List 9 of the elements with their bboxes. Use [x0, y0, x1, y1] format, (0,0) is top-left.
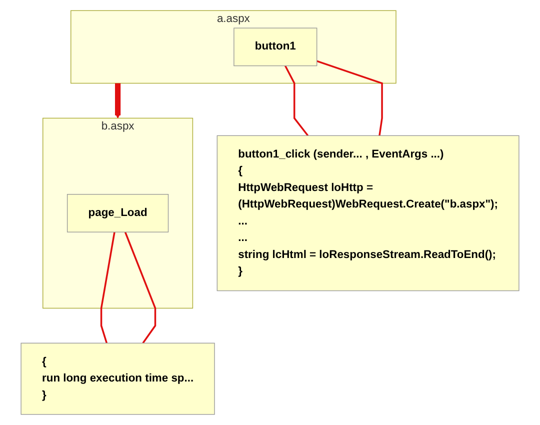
node-box: { run long execution time sp... } [20, 342, 215, 415]
connector [316, 60, 383, 136]
connector [284, 65, 309, 136]
arrow [114, 83, 121, 118]
connector [124, 232, 156, 344]
node-box: button1_click (sender... , EventArgs ...) { HttpWebRequest loHttp = (HttpWebRequest)WebRequest.Create("b.aspx"); ... ... string lcHtml = loResponseStream.ReadToEnd(); } [216, 135, 520, 292]
node-box: button1 [234, 28, 318, 66]
connector [100, 232, 116, 344]
node-box: page_Load [66, 194, 169, 232]
